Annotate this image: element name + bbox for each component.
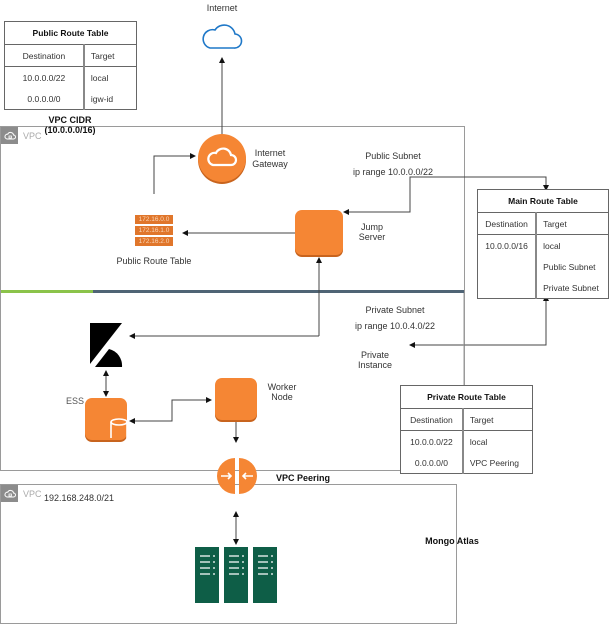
ess-worker-line — [129, 397, 212, 424]
route-entry: 172.16.2.0 — [135, 237, 173, 246]
public-route-table-title: Public Route Table — [4, 21, 137, 45]
column-header: Target — [462, 408, 533, 431]
table-row: 10.0.0.0/22 local — [399, 430, 533, 452]
table-row: 10.0.0.0/22 local — [3, 66, 137, 88]
public-route-table: Public Route Table Destination Target 10… — [3, 21, 137, 110]
route-table-icon: 172.16.0.0 172.16.1.0 172.16.2.0 — [135, 215, 173, 246]
vpc-peer-cidr: 192.168.248.0/21 — [44, 493, 115, 503]
internet-cloud-icon — [201, 20, 243, 57]
private-instance-label: Private Instance — [357, 350, 393, 370]
column-header: Destination — [3, 44, 85, 67]
column-header: Target — [83, 44, 137, 67]
private-subnet-label: Private Subnet ip range 10.0.4.0/22 — [354, 305, 436, 331]
private-subnet-bar — [93, 290, 464, 293]
route-table-icon-label: Public Route Table — [116, 256, 192, 266]
vpc-main-tag-label: VPC — [23, 130, 42, 141]
main-route-table-title: Main Route Table — [477, 189, 609, 213]
worker-node-label: Worker Node — [267, 382, 297, 402]
table-row: 10.0.0.0/16 local — [477, 234, 610, 256]
ess-icon — [85, 398, 127, 440]
route-entry: 172.16.1.0 — [135, 226, 173, 235]
jump-server-label: Jump Server — [358, 222, 386, 242]
vpc-cidr-label: VPC CIDR (10.0.0.0/16) — [44, 115, 96, 135]
worker-node-icon — [215, 378, 257, 420]
ess-label: ESS — [65, 396, 84, 406]
internet-gateway-label: Internet Gateway — [252, 148, 288, 169]
vpc-cloud-icon — [1, 127, 18, 144]
table-row: Public Subnet — [477, 256, 610, 277]
vpc-peer-tag: VPC — [1, 485, 42, 502]
table-row: 0.0.0.0/0 igw-id — [3, 88, 137, 110]
vpc-cloud-icon — [1, 485, 18, 502]
column-header: Destination — [399, 408, 464, 431]
vpc-peering-icon — [217, 457, 257, 500]
table-row: Private Subnet — [477, 277, 610, 299]
private-route-table: Private Route Table Destination Target 1… — [399, 385, 533, 474]
main-route-table: Main Route Table Destination Target 10.0… — [477, 189, 610, 299]
private-route-table-title: Private Route Table — [400, 385, 533, 409]
mongo-atlas-label: Mongo Atlas — [425, 536, 479, 546]
route-entry: 172.16.0.0 — [135, 215, 173, 224]
vpc-peer-tag-label: VPC — [23, 488, 42, 499]
kibana-icon — [89, 322, 123, 373]
mongo-atlas-servers-icon — [195, 547, 279, 609]
internet-label: Internet — [206, 3, 238, 13]
column-header: Destination — [477, 212, 538, 235]
vpc-peering-label: VPC Peering — [276, 473, 331, 483]
routetable-to-igw-line — [153, 153, 196, 194]
vpc-main-tag: VPC — [1, 127, 42, 144]
public-subnet-label: Public Subnet ip range 10.0.0.0/22 — [352, 151, 434, 177]
jump-server-icon — [295, 210, 343, 255]
internet-gateway-icon — [198, 134, 246, 182]
column-header: Target — [535, 212, 610, 235]
table-row: 0.0.0.0/0 VPC Peering — [399, 452, 533, 474]
public-subnet-bar — [1, 290, 93, 293]
